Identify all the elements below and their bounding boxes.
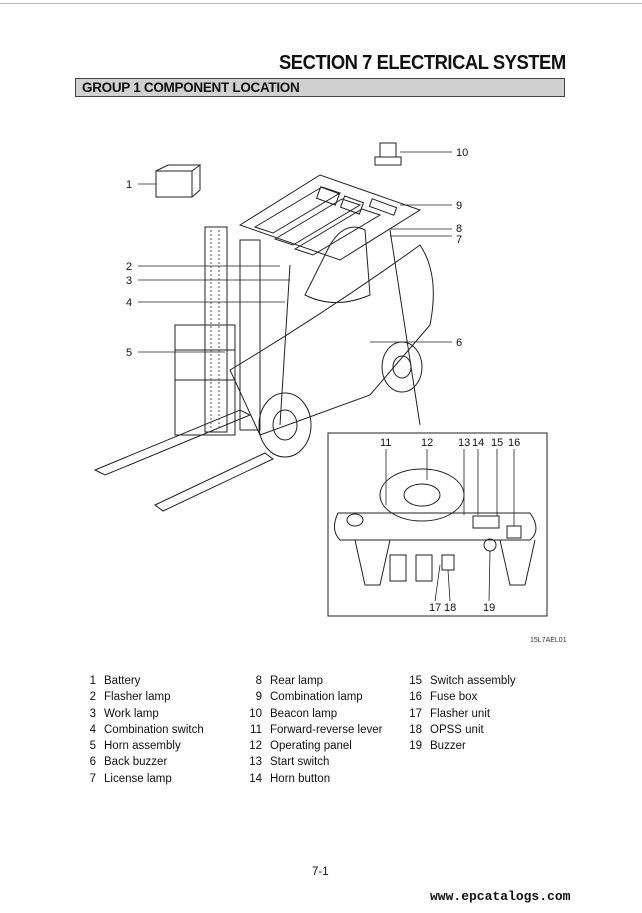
callout-7: 7 [456, 234, 462, 246]
mast-left [204, 226, 228, 433]
opss-unit-icon [441, 554, 455, 571]
buzzer-icon [483, 538, 497, 552]
callout-15: 15 [491, 437, 503, 449]
forklift-component-diagram: 1 2 3 4 5 6 7 8 9 10 11 12 13 14 15 16 1… [90, 135, 570, 635]
group-title: GROUP 1 COMPONENT LOCATION [82, 80, 300, 95]
fuse-box-icon [506, 525, 522, 539]
fork-right [154, 452, 274, 512]
beacon-lamp-icon [379, 142, 397, 158]
truck-body [229, 244, 434, 436]
switch-assembly-icon [472, 515, 500, 529]
front-wheel [258, 392, 312, 458]
dash-panel [334, 512, 537, 541]
callout-1: 1 [126, 179, 132, 191]
callout-2: 2 [126, 261, 132, 273]
operating-panel-inset [327, 432, 548, 617]
callout-11: 11 [380, 437, 391, 449]
seat [304, 226, 371, 303]
callout-16: 16 [508, 437, 520, 449]
group-heading-bar: GROUP 1 COMPONENT LOCATION [75, 78, 565, 97]
section-title: SECTION 7 ELECTRICAL SYSTEM [279, 52, 566, 74]
callout-3: 3 [126, 275, 132, 287]
callout-numbers: 1 2 3 4 5 6 7 8 9 10 11 12 13 14 15 16 1… [126, 147, 520, 614]
callout-10: 10 [456, 147, 468, 159]
page-number: 7-1 [312, 866, 329, 878]
overhead-guard [238, 174, 422, 261]
rear-pillar [389, 229, 421, 426]
callout-13: 13 [458, 437, 470, 449]
callout-9: 9 [456, 200, 462, 212]
front-pillar [279, 264, 291, 426]
callout-12: 12 [421, 437, 433, 449]
callout-19: 19 [483, 602, 495, 614]
callout-5: 5 [126, 347, 132, 359]
callout-18: 18 [444, 602, 456, 614]
top-rule [0, 3, 642, 4]
callout-4: 4 [126, 297, 132, 309]
combination-lamp-icon [368, 198, 398, 216]
mast-right [239, 239, 261, 431]
figure-code: 15L7AEL01 [530, 637, 567, 644]
diagram-svg: 1 2 3 4 5 6 7 8 9 10 11 12 13 14 15 16 1… [93, 142, 548, 617]
callout-14: 14 [472, 437, 484, 449]
watermark: www.epcatalogs.com [430, 889, 571, 904]
battery-icon [155, 170, 193, 198]
callout-17: 17 [429, 602, 441, 614]
callout-8: 8 [456, 223, 462, 235]
rear-wheel [381, 341, 423, 393]
fork-left [93, 409, 252, 476]
callout-6: 6 [456, 337, 462, 349]
